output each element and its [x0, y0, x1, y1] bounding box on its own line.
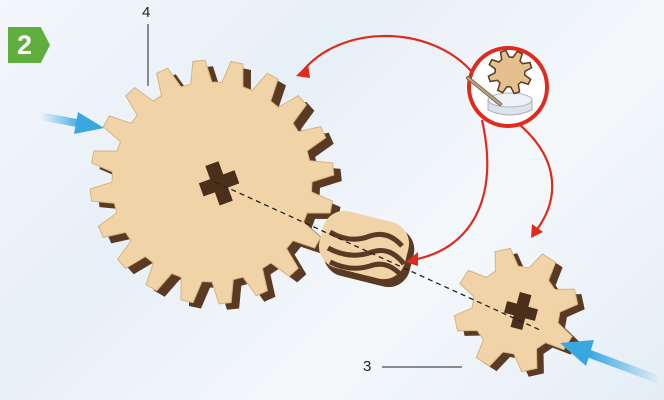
callout-label-4: 4: [142, 4, 150, 21]
large-gear: [90, 60, 342, 310]
push-arrow-right: [560, 340, 660, 380]
glue-arrow-to-spacer: [412, 120, 487, 260]
glue-arrow-to-small-gear: [520, 125, 552, 232]
push-arrow-left: [40, 112, 104, 134]
glue-pot-icon: [468, 48, 547, 126]
callout-label-3: 3: [363, 358, 371, 375]
glue-arrow-to-large-gear: [302, 36, 472, 72]
small-gear: [454, 248, 584, 376]
spacer-piece: [314, 206, 419, 292]
